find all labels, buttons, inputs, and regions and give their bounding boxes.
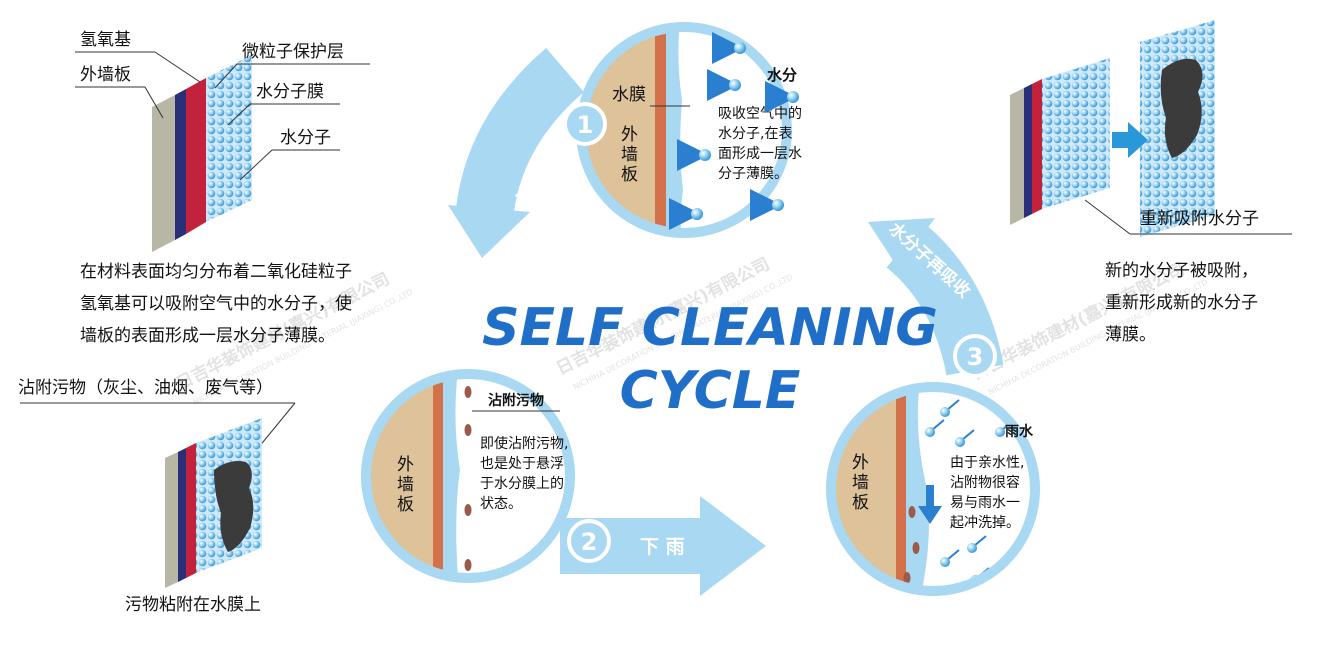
panel-readsorb-right bbox=[1010, 20, 1215, 237]
circle-3-wall-label-2: 墙 bbox=[852, 473, 869, 493]
circle-2-wall-label-3: 板 bbox=[397, 495, 414, 515]
title-line-1: SELF CLEANING bbox=[482, 298, 938, 358]
circle-3-down-arrow bbox=[918, 506, 942, 524]
label-water-film: 水分子膜 bbox=[256, 82, 324, 102]
raindrop-icon-2 bbox=[955, 437, 965, 447]
dirt-dot-c3-1 bbox=[912, 542, 920, 554]
water-droplet-icon-4 bbox=[772, 199, 784, 211]
circle-2-wall-label-2: 墙 bbox=[397, 475, 414, 495]
circle-1-desc-2: 水分子,在表 bbox=[718, 126, 792, 142]
panel-dirty-bottomleft bbox=[165, 418, 262, 588]
intro-text-3: 墙板的表面形成一层水分子薄膜。 bbox=[80, 326, 335, 346]
label-hydroxyl: 氢氧基 bbox=[80, 30, 131, 50]
raindrop-icon-0 bbox=[940, 407, 950, 417]
cycle-arrow-1: 沾附污物 bbox=[448, 47, 585, 258]
water-droplet-icon-1 bbox=[729, 79, 741, 91]
circle-2-dirt-label: 沾附污物 bbox=[488, 392, 544, 409]
dirt-dot-c2-1 bbox=[464, 424, 472, 436]
dirt-dot-c2-3 bbox=[464, 559, 472, 571]
circle-3-desc-3: 易与雨水一 bbox=[950, 495, 1020, 511]
raindrop-icon-4 bbox=[967, 543, 977, 553]
circle-2-dirt-suspended: 外 墙 板 沾附污物 即使沾附污物, 也是处于悬浮 于水分膜上的 状态。 bbox=[361, 369, 575, 583]
intro-text-2: 氢氧基可以吸附空气中的水分子，使 bbox=[80, 293, 352, 314]
circle-1-water-absorption: 水膜 外 墙 板 水分 吸收空气中的 水分子,在表 面形成一层水 分子薄膜。 bbox=[576, 22, 802, 238]
circle-1-water-film bbox=[666, 27, 683, 233]
raindrop-icon-5 bbox=[940, 557, 950, 567]
rain-streak-5 bbox=[946, 549, 960, 561]
circle-1-desc-3: 面形成一层水 bbox=[718, 146, 802, 162]
title-line-2: CYCLE bbox=[620, 361, 801, 421]
label-particle-layer: 微粒子保护层 bbox=[242, 42, 344, 62]
circle-1-film-label: 水膜 bbox=[612, 85, 646, 105]
step-number-3-text: 3 bbox=[967, 343, 984, 371]
label-wall-panel: 外墙板 bbox=[80, 65, 131, 85]
circle-1-desc-1: 吸收空气中的 bbox=[718, 106, 802, 122]
dirt-dot-c2-2 bbox=[464, 504, 472, 516]
rain-streak-1 bbox=[931, 419, 945, 431]
circle-3-desc-1: 由于亲水性, bbox=[950, 455, 1024, 471]
circle-3-wall-label-1: 外 bbox=[852, 453, 869, 473]
circle-3-rain-wash: 外 墙 板 雨水 由于亲水性, 沾附物很容 易与雨水一 起冲洗掉。 bbox=[826, 382, 1040, 596]
circle-2-desc-3: 于水分膜上的 bbox=[480, 476, 564, 492]
water-droplet-icon-2 bbox=[787, 91, 799, 103]
circle-1-desc-4: 分子薄膜。 bbox=[718, 166, 788, 182]
raindrop-icon-1 bbox=[925, 427, 935, 437]
step-number-2: 2 bbox=[567, 519, 611, 563]
circle-2-wall-label-1: 外 bbox=[397, 455, 414, 475]
readsorb-text-1: 新的水分子被吸附， bbox=[1105, 261, 1258, 281]
circle-2-desc-1: 即使沾附污物, bbox=[480, 435, 568, 452]
rain-streak-0 bbox=[946, 399, 960, 411]
water-droplet-icon-3 bbox=[699, 149, 711, 161]
dirt-dot-c3-0 bbox=[908, 506, 916, 518]
circle-1-water-label: 水分 bbox=[767, 66, 797, 84]
circle-1-wall-label-2: 墙 bbox=[621, 145, 638, 165]
step-number-3: 3 bbox=[953, 334, 997, 378]
water-droplet-icon-5 bbox=[691, 208, 703, 220]
raindrop-icon-3 bbox=[995, 427, 1005, 437]
rain-streak-4 bbox=[973, 535, 987, 547]
panel-structure-topleft bbox=[152, 55, 252, 252]
water-droplet-icon-0 bbox=[734, 42, 746, 54]
cycle-arrow-2-text: 下 雨 bbox=[640, 536, 685, 558]
circle-1-wall-label-3: 板 bbox=[621, 165, 638, 185]
step-number-1: 1 bbox=[563, 102, 607, 146]
dirt-dot-c2-0 bbox=[464, 386, 472, 398]
readsorb-text-3: 薄膜。 bbox=[1105, 325, 1156, 345]
circle-3-desc-2: 沾附物很容 bbox=[950, 474, 1020, 491]
right-arrow-icon bbox=[1112, 122, 1148, 158]
circle-3-wall-label-3: 板 bbox=[852, 493, 869, 513]
circle-1-wall-edge bbox=[655, 27, 666, 233]
circle-2-desc-2: 也是处于悬浮 bbox=[480, 456, 564, 472]
circle-2-desc-4: 状态。 bbox=[480, 496, 522, 512]
circle-3-rain-label: 雨水 bbox=[1005, 423, 1034, 440]
step-number-1-text: 1 bbox=[577, 111, 594, 139]
step-number-2-text: 2 bbox=[581, 528, 598, 556]
dirt-blob-right bbox=[1160, 58, 1203, 158]
circle-1-wall-label-1: 外 bbox=[621, 125, 638, 145]
readsorb-text-2: 重新形成新的水分子 bbox=[1105, 293, 1258, 313]
dirt-blob-left bbox=[214, 461, 254, 552]
label-readsorb: 重新吸附水分子 bbox=[1140, 209, 1259, 229]
label-water-molecule: 水分子 bbox=[280, 128, 331, 148]
label-dirt: 沾附污物（灰尘、油烟、废气等） bbox=[18, 378, 273, 398]
circle-3-desc-4: 起冲洗掉。 bbox=[950, 515, 1020, 531]
rain-streak-2 bbox=[961, 429, 975, 441]
dirt-dot-c3-2 bbox=[903, 572, 911, 584]
caption-dirt: 污物粘附在水膜上 bbox=[125, 595, 261, 615]
intro-text-1: 在材料表面均匀分布着二氧化硅粒子 bbox=[80, 262, 352, 282]
